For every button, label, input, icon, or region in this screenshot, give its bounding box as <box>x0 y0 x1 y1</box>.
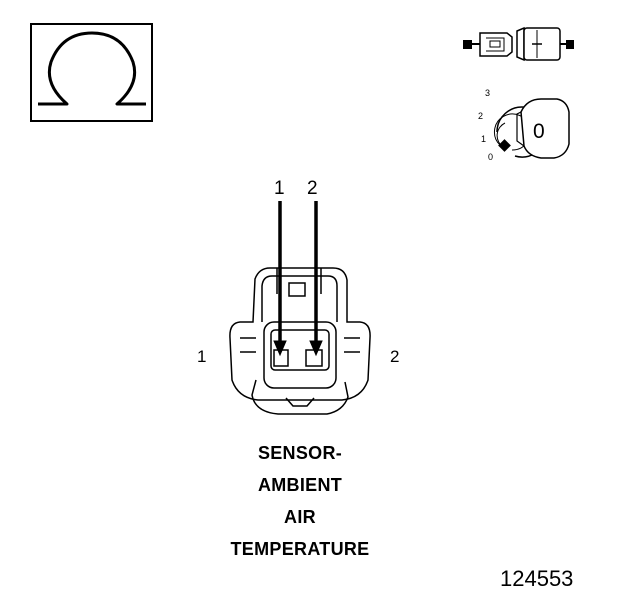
ohmmeter-frame <box>30 23 153 122</box>
pin-callout-2: 2 <box>307 178 318 199</box>
switch-position-0: 0 <box>488 152 493 162</box>
key-icon <box>520 98 570 159</box>
key-position-label: 0 <box>533 120 545 143</box>
switch-position-3: 3 <box>485 88 490 98</box>
figure-number: 124553 <box>500 566 574 591</box>
switch-position-1: 1 <box>481 134 486 144</box>
caption-line-3: AIR <box>284 507 316 527</box>
ohmmeter-symbol <box>30 23 153 122</box>
pin-2-cavity <box>305 349 323 367</box>
ignition-switch-icon: 3 2 1 0 0 <box>478 88 570 162</box>
omega-icon <box>38 31 146 106</box>
connector-side-label-left: 1 <box>197 347 206 366</box>
caption-line-1: SENSOR- <box>257 443 343 463</box>
probe-arrows <box>273 201 323 357</box>
connector-face <box>229 267 371 415</box>
disconnected-connector-icon <box>463 26 574 62</box>
pin-callout-1: 1 <box>274 178 285 199</box>
caption-line-2: AMBIENT <box>257 475 343 495</box>
connector-side-label-right: 2 <box>390 347 399 366</box>
switch-position-indicator <box>498 139 511 152</box>
caption-line-4: TEMPERATURE <box>230 539 370 559</box>
switch-position-2: 2 <box>478 111 483 121</box>
